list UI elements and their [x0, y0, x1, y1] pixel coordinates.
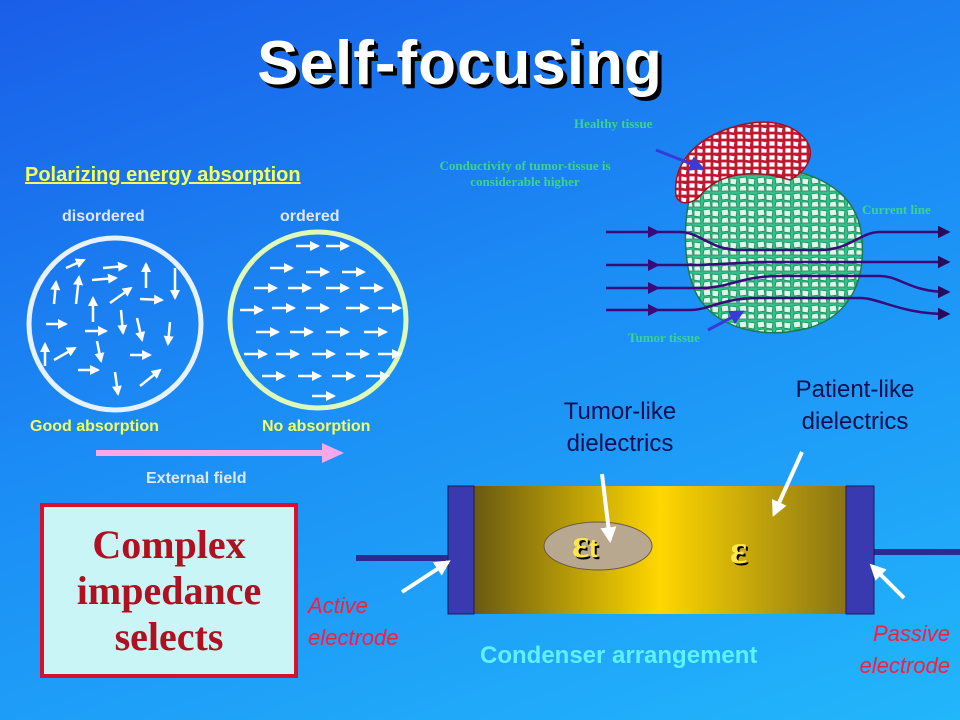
complex-line-1: Complex — [92, 521, 246, 567]
conductivity-line-1: Conductivity of tumor-tissue is — [439, 158, 611, 173]
patient-dielectric-label: Patient-like dielectrics — [760, 374, 950, 438]
passive-electrode-arrow — [869, 563, 906, 600]
complex-impedance-box: Complex impedance selects — [40, 503, 298, 678]
active-electrode-plate — [447, 485, 475, 615]
tumor-dielectric-line-2: dielectrics — [566, 430, 674, 457]
patient-dielectric-line-2: dielectrics — [801, 408, 909, 435]
no-absorption-label: No absorption — [262, 418, 371, 435]
passive-electrode-label: Passive electrode — [820, 618, 950, 682]
tumor-pointer-arrow — [707, 310, 745, 332]
ordered-arrows — [240, 241, 402, 401]
good-absorption-label: Good absorption — [30, 418, 159, 435]
condenser-body — [474, 486, 846, 614]
complex-impedance-text: Complex impedance selects — [77, 522, 261, 660]
tumor-dielectric-arrow — [600, 473, 617, 544]
current-line-arrowheads — [648, 226, 660, 316]
tumor-dielectric-ellipse — [543, 521, 653, 571]
condenser — [356, 451, 960, 615]
ordered-label: ordered — [280, 208, 340, 225]
current-line-label: Current line — [862, 202, 931, 217]
conductivity-label: Conductivity of tumor-tissue is consider… — [400, 158, 650, 190]
disordered-circle — [26, 235, 204, 413]
epsilon-t-symbol: εt — [572, 520, 598, 567]
ordered-circle — [227, 229, 409, 411]
healthy-pointer-arrow — [655, 148, 705, 171]
tumor-dielectric-label: Tumor-like dielectrics — [530, 396, 710, 460]
passive-electrode-plate — [845, 485, 875, 615]
page-title: Self-focusing — [257, 29, 663, 98]
external-field-arrow — [96, 443, 344, 463]
condenser-arrangement-label: Condenser arrangement — [480, 642, 758, 669]
disordered-arrows — [40, 258, 180, 396]
healthy-tissue-label: Healthy tissue — [574, 116, 653, 131]
epsilon-t-subscript: t — [589, 533, 598, 563]
active-line-2: electrode — [308, 625, 399, 650]
disordered-label: disordered — [62, 208, 145, 225]
complex-line-2: impedance — [76, 567, 262, 613]
conductivity-line-2: considerable higher — [470, 174, 580, 189]
active-electrode-arrow — [400, 560, 451, 594]
tissue-diagram — [606, 121, 951, 334]
tumor-dielectric-line-1: Tumor-like — [563, 398, 677, 425]
patient-dielectric-arrow — [771, 451, 804, 517]
patient-dielectric-line-1: Patient-like — [795, 376, 915, 403]
active-line-1: Active — [308, 593, 368, 618]
epsilon-t-main: ε — [572, 521, 590, 566]
external-field-label: External field — [146, 470, 247, 487]
epsilon-symbol: ε — [730, 527, 748, 572]
healthy-tissue-shape — [674, 121, 811, 204]
polarizing-heading: Polarizing energy absorption — [25, 164, 301, 186]
passive-line-1: Passive — [872, 621, 950, 646]
complex-line-3: selects — [114, 613, 224, 659]
passive-line-2: electrode — [859, 653, 950, 678]
active-electrode-label: Active electrode — [308, 590, 399, 654]
tumor-tissue-label: Tumor tissue — [628, 330, 700, 345]
